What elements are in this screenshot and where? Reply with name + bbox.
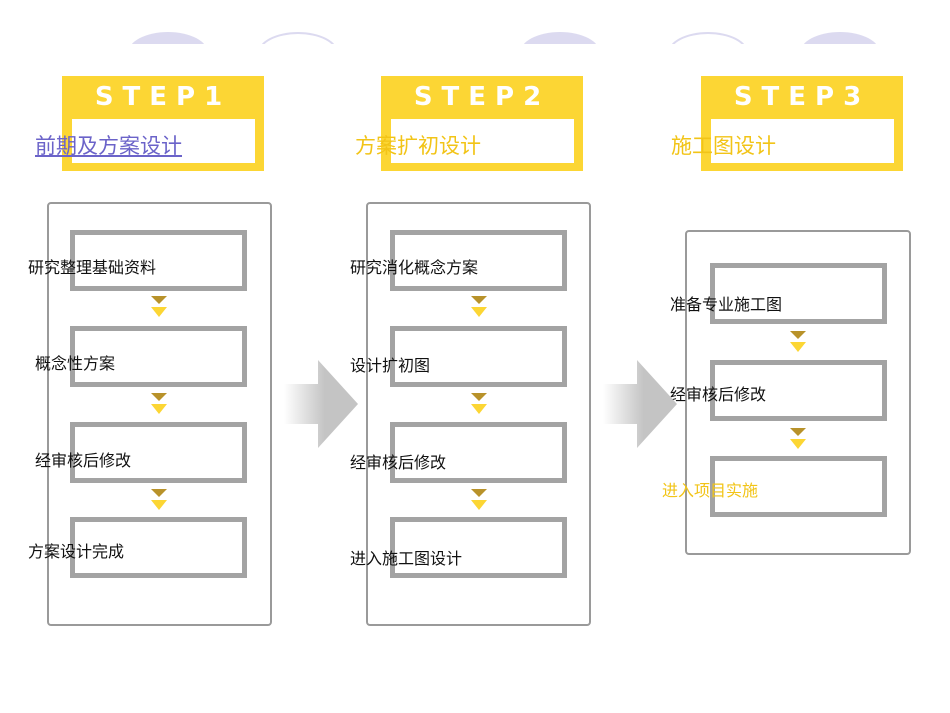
- step2-box-4: [390, 517, 567, 578]
- step1-label: STEP1: [94, 82, 232, 112]
- step3-item-3: 进入项目实施: [662, 481, 759, 500]
- right-arrow-icon: [284, 360, 358, 448]
- step1-item-4: 方案设计完成: [28, 542, 125, 561]
- down-arrow-icon: [471, 393, 487, 414]
- step2-title: 方案扩初设计: [355, 134, 481, 158]
- right-arrow-icon: [603, 360, 677, 448]
- step3-title-box: [711, 119, 894, 163]
- down-arrow-icon: [151, 393, 167, 414]
- down-arrow-icon: [471, 489, 487, 510]
- step2-header: STEP2: [381, 76, 583, 171]
- step2-box-1: [390, 230, 567, 291]
- down-arrow-icon: [151, 296, 167, 317]
- step1-item-2: 概念性方案: [35, 354, 116, 373]
- step2-item-2: 设计扩初图: [350, 356, 431, 375]
- step3-box-2: [710, 360, 887, 421]
- down-arrow-icon: [790, 428, 806, 449]
- down-arrow-icon: [471, 296, 487, 317]
- step2-box-3: [390, 422, 567, 483]
- step3-header: STEP3: [701, 76, 903, 171]
- step2-item-3: 经审核后修改: [350, 453, 447, 472]
- step3-box-3: [710, 456, 887, 517]
- step3-label: STEP3: [733, 82, 871, 112]
- step2-box-2: [390, 326, 567, 387]
- step1-item-1: 研究整理基础资料: [28, 258, 157, 277]
- step1-title-link[interactable]: 前期及方案设计: [35, 134, 182, 158]
- step3-item-2: 经审核后修改: [670, 385, 767, 404]
- step3-box-1: [710, 263, 887, 324]
- decor-mask: [0, 44, 950, 74]
- step3-title: 施工图设计: [671, 134, 776, 158]
- down-arrow-icon: [790, 331, 806, 352]
- step1-box-1: [70, 230, 247, 291]
- step1-box-3: [70, 422, 247, 483]
- step2-item-1: 研究消化概念方案: [350, 258, 479, 277]
- step2-item-4: 进入施工图设计: [350, 549, 463, 568]
- step1-item-3: 经审核后修改: [35, 451, 132, 470]
- step1-header: STEP1: [62, 76, 264, 171]
- step1-title-box: [72, 119, 255, 163]
- step2-title-box: [391, 119, 574, 163]
- step2-label: STEP2: [413, 82, 551, 112]
- step1-box-2: [70, 326, 247, 387]
- down-arrow-icon: [151, 489, 167, 510]
- step1-box-4: [70, 517, 247, 578]
- step3-item-1: 准备专业施工图: [670, 295, 783, 314]
